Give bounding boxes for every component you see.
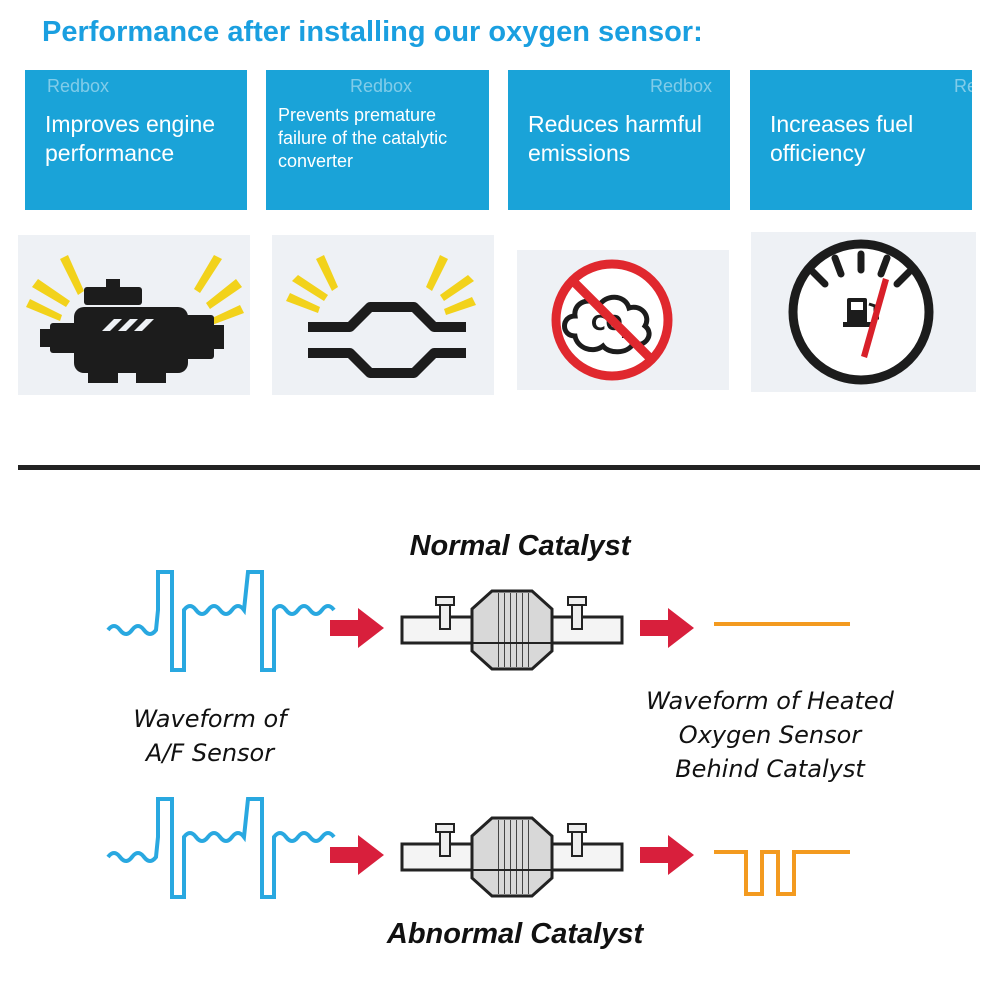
benefit-label: Reduces harmful emissions (528, 111, 702, 167)
benefit-label: Improves engine performance (45, 111, 216, 167)
af-sensor-caption: Waveform of A/F Sensor (133, 705, 287, 767)
catalyst-waveform-diagram: Normal Catalyst Abnormal Catalyst Wavefo… (0, 500, 1000, 1000)
watermark: Redbox (650, 76, 713, 96)
watermark: Redbox (47, 76, 110, 96)
arrow-icon (330, 835, 384, 875)
catalytic-converter-abnormal (400, 816, 624, 898)
af-waveform-abnormal (106, 797, 336, 899)
af-waveform-normal (106, 570, 336, 672)
benefit-card-engine: Redbox Improves engine performance (25, 70, 247, 210)
engine-icon (18, 235, 250, 395)
benefit-card-fuel: Redbox Increases fuel officiency (750, 70, 972, 210)
arrow-icon (640, 608, 694, 648)
normal-catalyst-title: Normal Catalyst (409, 530, 631, 562)
benefit-card-catalyst: Redbox Prevents premature failure of the… (266, 70, 489, 210)
benefit-card-emissions: Redbox Reduces harmful emissions (508, 70, 730, 210)
fuel-gauge-icon (751, 232, 976, 392)
benefit-label: Increases fuel officiency (770, 111, 914, 167)
watermark: Redbox (954, 76, 972, 96)
page-title: Performance after installing our oxygen … (42, 16, 703, 48)
ho2-sensor-caption: Waveform of Heated Oxygen Sensor Behind … (646, 687, 894, 783)
arrow-icon (330, 608, 384, 648)
abnormal-catalyst-title: Abnormal Catalyst (386, 918, 644, 950)
benefit-label: Prevents premature failure of the cataly… (278, 105, 448, 172)
section-divider (18, 465, 980, 470)
arrow-icon (640, 835, 694, 875)
watermark: Redbox (350, 76, 413, 96)
no-co2-icon: CO 2 (517, 250, 729, 390)
catalytic-converter-normal (400, 589, 624, 671)
ho2-waveform-abnormal (714, 850, 850, 896)
catalytic-converter-icon (272, 235, 494, 395)
